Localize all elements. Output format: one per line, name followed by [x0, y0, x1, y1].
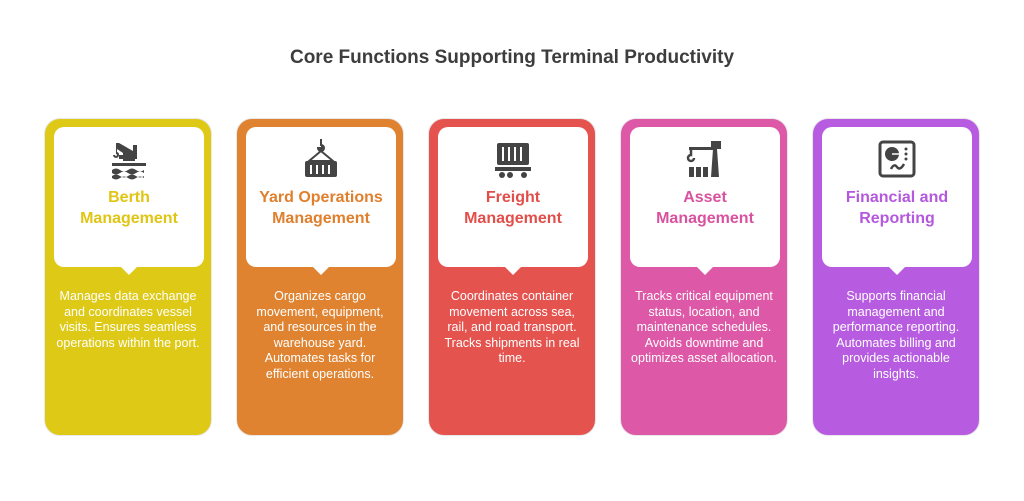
card-heading: Berth Management	[80, 189, 178, 227]
card-description: Organizes cargo movement, equipment, and…	[256, 289, 384, 381]
page-title: Core Functions Supporting Terminal Produ…	[289, 47, 735, 68]
report-chart-icon	[878, 140, 916, 178]
card-heading: Asset Management	[656, 189, 754, 227]
port-crane-icon	[112, 143, 146, 180]
card-header: Berth Management	[54, 127, 204, 275]
card-asset-management: Asset Management Tracks critical equipme…	[620, 118, 788, 436]
card-header: Financial and Reporting	[822, 127, 972, 275]
card-description: Manages data exchange and coordinates ve…	[56, 289, 200, 350]
freight-container-icon	[495, 143, 531, 178]
card-header: Asset Management	[630, 127, 780, 275]
card-heading: Yard Operations Management	[259, 189, 383, 227]
card-header: Freight Management	[438, 127, 588, 275]
card-header: Yard Operations Management	[246, 127, 396, 275]
crane-asset-icon	[686, 141, 721, 177]
card-description: Tracks critical equipment status, locati…	[631, 289, 777, 365]
card-heading: Financial and Reporting	[845, 189, 949, 227]
card-description: Coordinates container movement across se…	[444, 289, 580, 365]
container-hook-icon	[305, 139, 337, 177]
card-berth-management: Berth Management Manages data exchange a…	[44, 118, 212, 436]
card-yard-operations-management: Yard Operations Management Organizes car…	[236, 118, 404, 436]
card-freight-management: Freight Management Coordinates container…	[428, 118, 596, 436]
card-heading: Freight Management	[464, 189, 562, 227]
card-description: Supports financial management and perfor…	[832, 289, 960, 381]
card-financial-and-reporting: Financial and Reporting Supports financi…	[812, 118, 980, 436]
